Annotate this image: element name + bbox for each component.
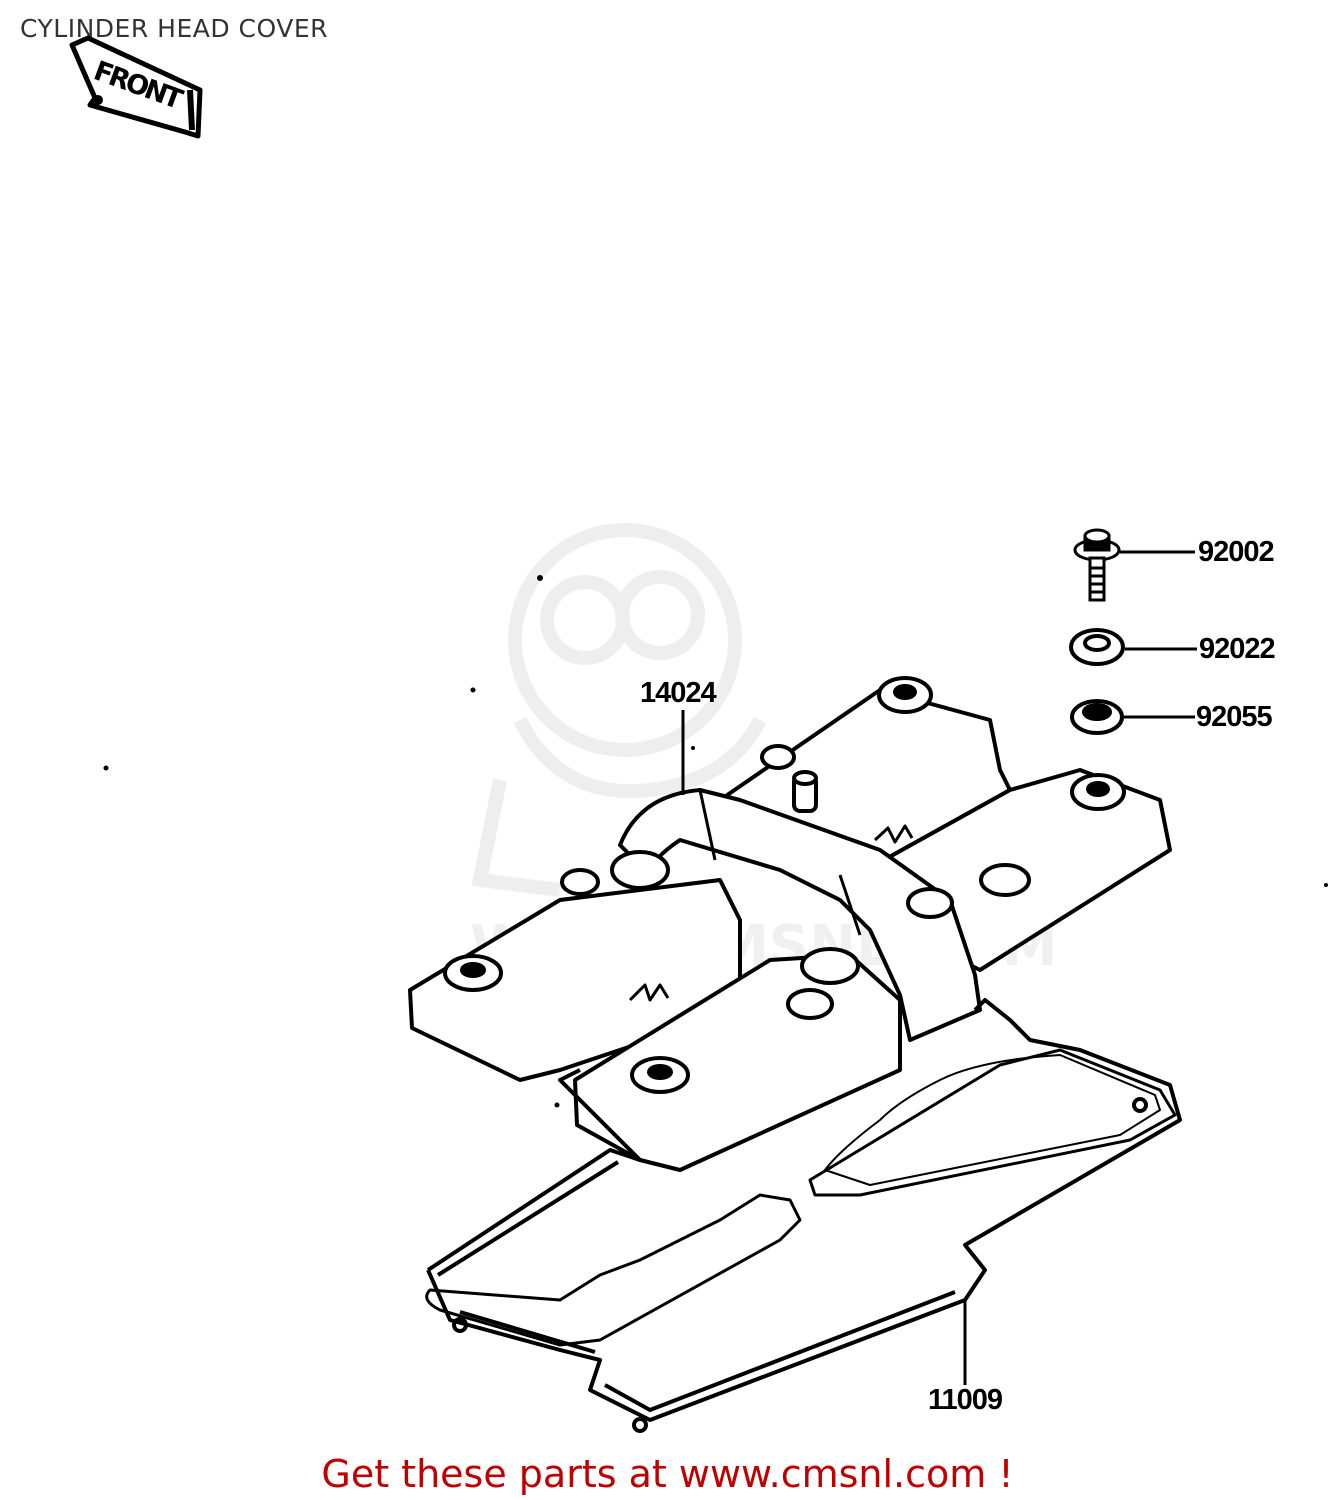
page-title: CYLINDER HEAD COVER: [20, 14, 329, 43]
part-number-92022[interactable]: 92022: [1199, 633, 1276, 665]
part-number-92055[interactable]: 92055: [1196, 701, 1273, 733]
part-number-14024[interactable]: 14024: [640, 677, 717, 709]
grommet-icon[interactable]: [1070, 699, 1124, 735]
part-number-11009[interactable]: 11009: [928, 1384, 1003, 1416]
front-arrow-icon: FRONT: [69, 35, 203, 139]
gasket[interactable]: [425, 998, 1182, 1433]
footer-link[interactable]: Get these parts at www.cmsnl.com !: [321, 1452, 1014, 1496]
cylinder-head-cover[interactable]: [408, 676, 1172, 1172]
bolt-icon[interactable]: [1073, 528, 1121, 602]
part-number-92002[interactable]: 92002: [1198, 536, 1275, 568]
washer-icon[interactable]: [1069, 628, 1125, 666]
